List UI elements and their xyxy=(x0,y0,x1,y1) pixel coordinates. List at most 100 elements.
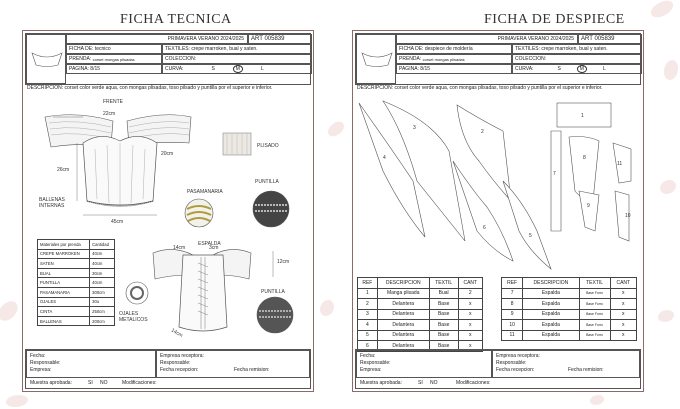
textiles: TEXTILES: crepe marroken, bual y saten. xyxy=(512,44,642,54)
cell: Delantera xyxy=(376,308,430,320)
material-qty: 40cm xyxy=(89,277,115,288)
cell: Base xyxy=(428,298,459,310)
prenda-label: PRENDA: xyxy=(399,56,422,62)
cell: Delantera xyxy=(376,298,430,310)
logo-box xyxy=(356,34,396,84)
pagina: PAGINA: 8/15 xyxy=(66,64,162,74)
label-puntilla-1: PUNTILLA xyxy=(255,179,280,185)
material-name: CINTA xyxy=(36,306,91,317)
logo-box xyxy=(26,34,66,84)
cell: Delantera xyxy=(376,319,430,331)
prenda-label: PRENDA: xyxy=(69,56,92,62)
piece-number: 1 xyxy=(581,113,584,119)
petal-decoration xyxy=(0,297,21,325)
pattern-piece-4 xyxy=(358,102,426,238)
sheet-footer: Fecha: Responsable: Empresa: Empresa rec… xyxy=(25,349,311,389)
page-title-despiece: FICHA DE DESPIECE xyxy=(484,12,625,27)
cell: Manga plisada xyxy=(376,287,430,299)
size-l: L xyxy=(602,66,606,72)
cell: 2 xyxy=(457,287,484,299)
cell: 2 xyxy=(357,298,378,310)
material-name: CREPE MARROKEN xyxy=(36,248,91,260)
material-qty: 30cm xyxy=(89,267,115,279)
ficha-de: FICHA DE: despiece de moldería xyxy=(396,44,512,54)
piece-number: 3 xyxy=(413,125,416,131)
label-puntilla-2: PUNTILLA xyxy=(261,289,286,295)
footer-si: SI xyxy=(418,380,423,386)
cell: Base Forro xyxy=(578,308,611,320)
col-descripcion: DESCRIPCION xyxy=(522,277,580,289)
cell: 11 xyxy=(500,329,524,341)
pattern-piece-5 xyxy=(502,180,552,270)
label-h12: 12cm xyxy=(277,259,289,265)
cell: Base Forro xyxy=(578,319,611,331)
art-number: ART 005839 xyxy=(248,34,312,44)
cell: Base Forro xyxy=(578,287,611,299)
cell: Delantera xyxy=(376,329,430,341)
material-qty: 250cm xyxy=(89,306,115,317)
petal-decoration xyxy=(664,60,678,80)
pattern-piece-7 xyxy=(550,130,562,232)
pagina: PAGINA: 8/15 xyxy=(396,64,512,74)
textiles: TEXTILES: crepe marroken, bual y saten. xyxy=(162,44,312,54)
pattern-piece-10 xyxy=(614,190,630,242)
piece-number: 6 xyxy=(483,225,486,231)
cell: x xyxy=(609,319,638,331)
cell: 1 xyxy=(357,287,378,299)
piece-number: 8 xyxy=(583,155,586,161)
cell: Espalda xyxy=(522,287,580,299)
material-name: SATEN xyxy=(36,258,91,269)
cell: x xyxy=(609,287,638,299)
coleccion: COLECCION: xyxy=(512,54,642,64)
curva-label: CURVA: xyxy=(165,66,184,72)
material-qty: 200cm xyxy=(89,315,115,327)
pattern-piece-1 xyxy=(556,102,612,128)
ficha-de: FICHA DE: tecnico xyxy=(66,44,162,54)
label-h14: 14cm xyxy=(173,245,185,251)
petal-decoration xyxy=(325,118,347,140)
col-ref: REF xyxy=(357,277,378,289)
cell: 10 xyxy=(500,319,524,331)
cell: x xyxy=(609,308,638,320)
footer-empresa-receptora: Empresa receptora: xyxy=(496,353,540,359)
pattern-piece-2 xyxy=(456,104,512,202)
size-s: S xyxy=(557,66,561,72)
petal-decoration xyxy=(660,180,676,194)
footer-si: SI xyxy=(88,380,93,386)
label-espalda: ESPALDA xyxy=(198,241,221,247)
footer-no: NO xyxy=(100,380,108,386)
piece-number: 11 xyxy=(617,161,622,167)
tech-sheet: PRIMAVERA VERANO 2024/2025 ART 005839 FI… xyxy=(22,30,314,392)
prenda: PRENDA: corset mongas plisadas xyxy=(66,54,162,64)
corset-logo-icon xyxy=(31,52,63,67)
cell: x xyxy=(609,329,638,341)
col-textil: TEXTIL xyxy=(428,277,459,289)
pattern-piece-9 xyxy=(578,190,600,232)
label-internas: INTERNAS xyxy=(39,203,65,209)
material-name: BUAL xyxy=(36,267,91,279)
cell: Base Forro xyxy=(578,298,611,310)
table-header: REF DESCRIPCION TEXTIL CANT xyxy=(500,277,638,289)
footer-fecha-recepcion: Fecha recepcion: xyxy=(160,367,199,373)
col-ref: REF xyxy=(500,277,524,289)
cell: Espalda xyxy=(522,329,580,341)
cell: 7 xyxy=(500,287,524,299)
label-w22: 22cm xyxy=(103,111,115,117)
footer-responsable: Responsable: xyxy=(360,360,391,366)
label-w20: 20cm xyxy=(161,151,173,157)
size-l: L xyxy=(260,66,264,72)
footer-responsable: Responsable: xyxy=(30,360,61,366)
label-pasamanaria: PASAMANARIA xyxy=(187,189,223,195)
